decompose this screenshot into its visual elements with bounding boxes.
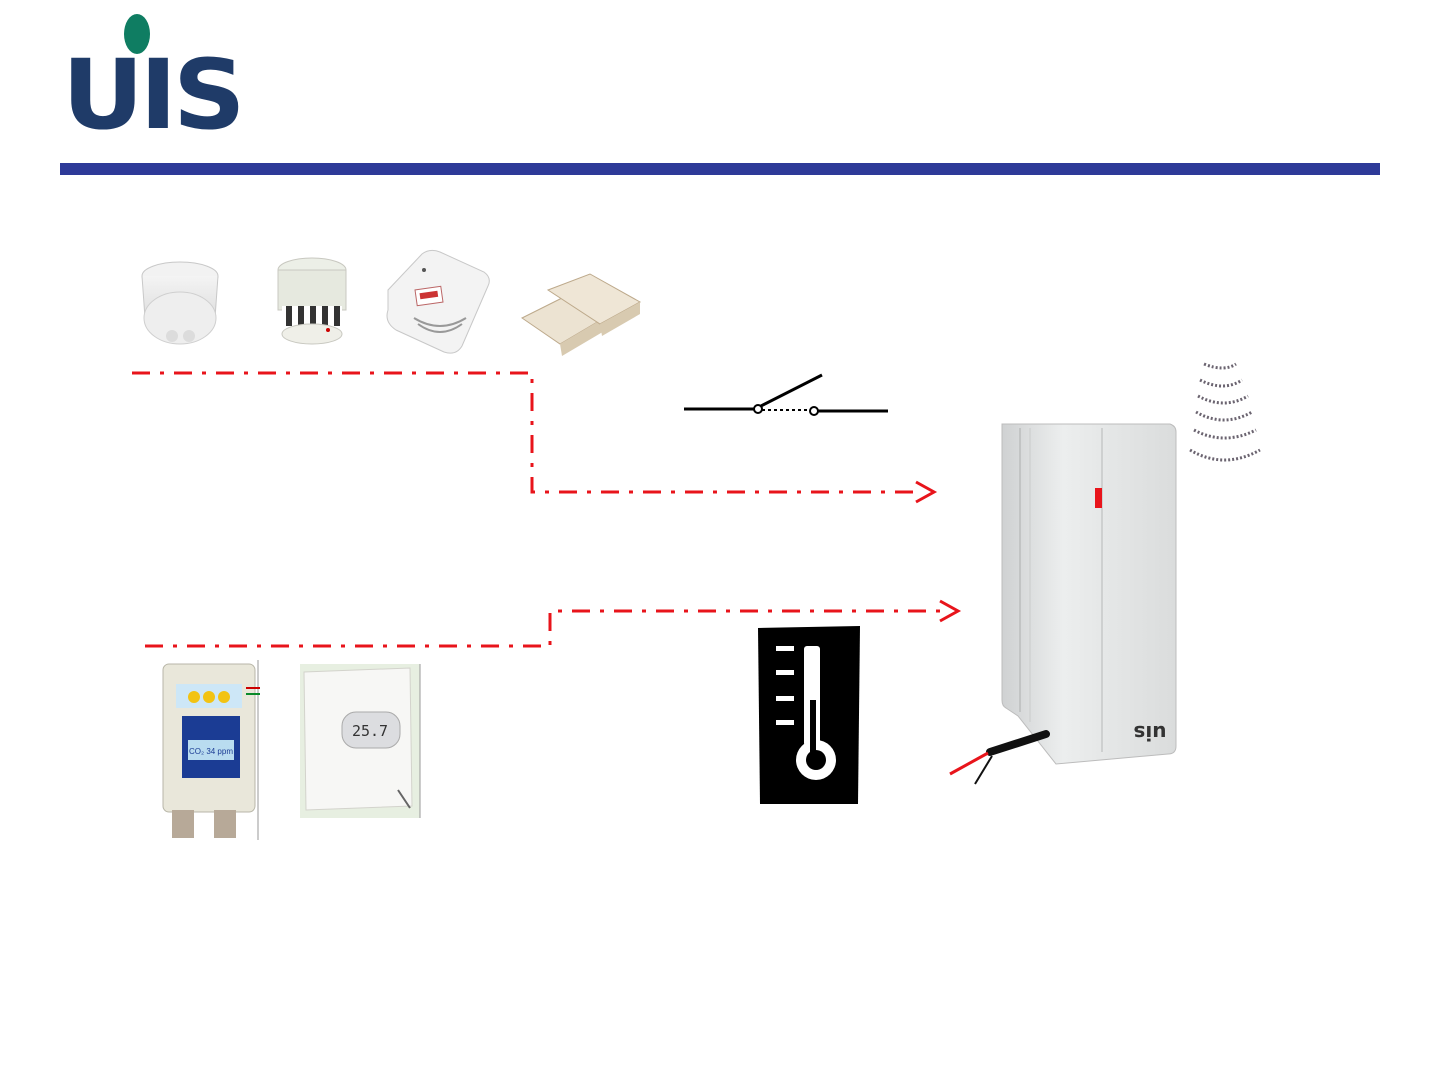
co2-sensor-icon: CO₂ 34 ppm (163, 660, 260, 840)
upper-signal-path (132, 373, 920, 492)
gas-detector-icon (387, 250, 489, 353)
thermostat-readout: 25.7 (352, 722, 388, 740)
heat-detector-icon (278, 258, 346, 344)
wireless-signal-icon (1190, 364, 1260, 460)
co2-readout: CO₂ 34 ppm (189, 747, 233, 756)
smoke-detector-icon (142, 262, 218, 344)
wireless-transmitter-device: uis (950, 424, 1176, 784)
lower-arrow-head (940, 601, 958, 621)
upper-arrow-head (916, 482, 934, 502)
thermometer-icon (758, 626, 860, 804)
switch-symbol-icon (684, 375, 888, 415)
door-contact-icon (522, 274, 640, 356)
device-brand-label: uis (1134, 721, 1167, 745)
room-thermostat-icon: 25.7 (300, 664, 420, 818)
